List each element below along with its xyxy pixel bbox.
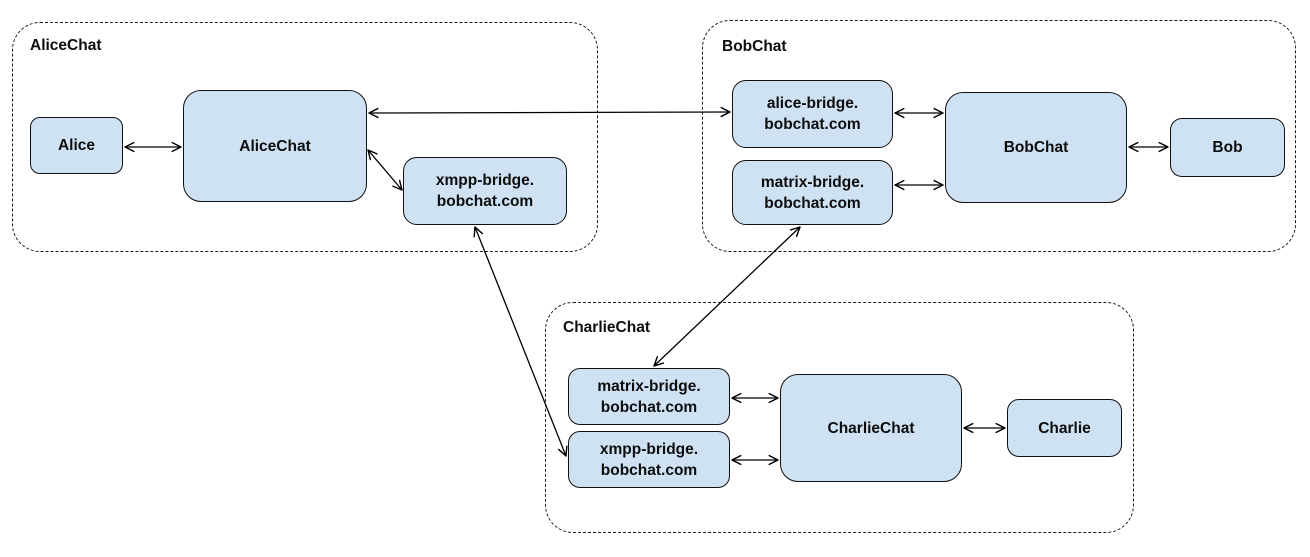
node-bobchat-server: BobChat [945,92,1127,203]
node-alice-bridge-bobchat: alice-bridge. bobchat.com [732,80,893,148]
node-label-line2: bobchat.com [764,194,861,212]
node-label: BobChat [1003,139,1069,156]
node-matrix-bridge-charliechat: matrix-bridge. bobchat.com [568,368,730,425]
node-charlie: Charlie [1007,399,1122,457]
node-label-line2: bobchat.com [764,116,861,133]
node-label: Charlie [1038,419,1091,437]
group-label-charliechat: CharlieChat [563,319,650,336]
group-alicechat-network [12,22,598,252]
node-label: CharlieChat [827,419,915,437]
node-label-line1: matrix-bridge. [760,173,865,191]
node-label-line2: bobchat.com [436,193,534,210]
group-label-bobchat: BobChat [722,38,787,55]
node-label-line1: xmpp-bridge. [599,440,699,458]
group-label-alicechat: AliceChat [30,37,102,54]
node-bob: Bob [1170,118,1285,177]
node-alice: Alice [30,117,123,174]
node-label: AliceChat [239,137,311,155]
node-xmpp-bridge-charliechat: xmpp-bridge. bobchat.com [568,431,730,488]
node-alicechat-server: AliceChat [183,90,367,202]
node-label: Alice [57,137,96,154]
node-matrix-bridge-bobchat: matrix-bridge. bobchat.com [732,160,893,225]
node-label-line1: alice-bridge. [766,95,859,112]
node-label-line2: bobchat.com [600,461,698,479]
node-label: Bob [1212,139,1243,156]
node-label-line1: matrix-bridge. [597,377,701,395]
node-xmpp-bridge-alicechat: xmpp-bridge. bobchat.com [403,157,567,225]
node-charliechat-server: CharlieChat [780,374,962,482]
node-label-line1: xmpp-bridge. [435,172,535,189]
group-bobchat-network [702,20,1296,252]
node-label-line2: bobchat.com [600,398,698,416]
